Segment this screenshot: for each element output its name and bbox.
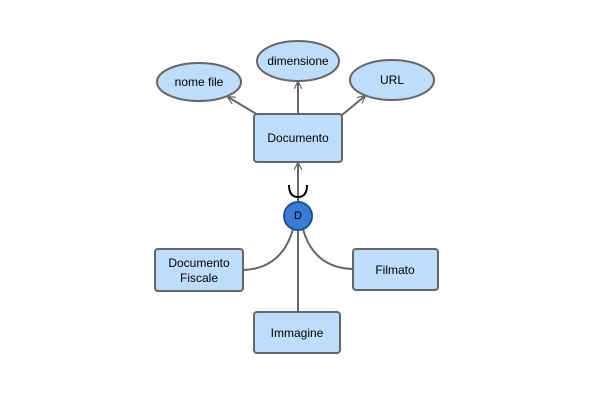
attribute-dimensione[interactable]: dimensione: [256, 40, 340, 82]
entity-documento[interactable]: Documento: [253, 113, 343, 163]
entity-label-line-1: Documento: [168, 256, 230, 270]
disjoint-label: D: [294, 210, 302, 222]
attribute-nome-file[interactable]: nome file: [156, 62, 242, 102]
connector-url: [341, 96, 365, 116]
entity-label: Documento: [267, 131, 329, 145]
entity-label: Filmato: [375, 263, 415, 277]
attribute-label: URL: [380, 73, 404, 87]
disjoint-marker[interactable]: D: [283, 201, 313, 231]
entity-filmato[interactable]: Filmato: [352, 248, 439, 291]
connector-documento-fiscale: [243, 228, 294, 271]
entity-label-line-2: Fiscale: [180, 271, 218, 285]
attribute-label: dimensione: [267, 54, 329, 68]
connector-nome-file: [228, 97, 259, 116]
entity-label: Immagine: [271, 326, 324, 340]
attribute-url[interactable]: URL: [349, 59, 435, 101]
entity-documento-fiscale[interactable]: Documento Fiscale: [154, 248, 244, 292]
attribute-label: nome file: [175, 75, 224, 89]
entity-immagine[interactable]: Immagine: [253, 311, 341, 354]
subset-symbol: [288, 184, 308, 199]
connector-filmato: [302, 228, 354, 270]
